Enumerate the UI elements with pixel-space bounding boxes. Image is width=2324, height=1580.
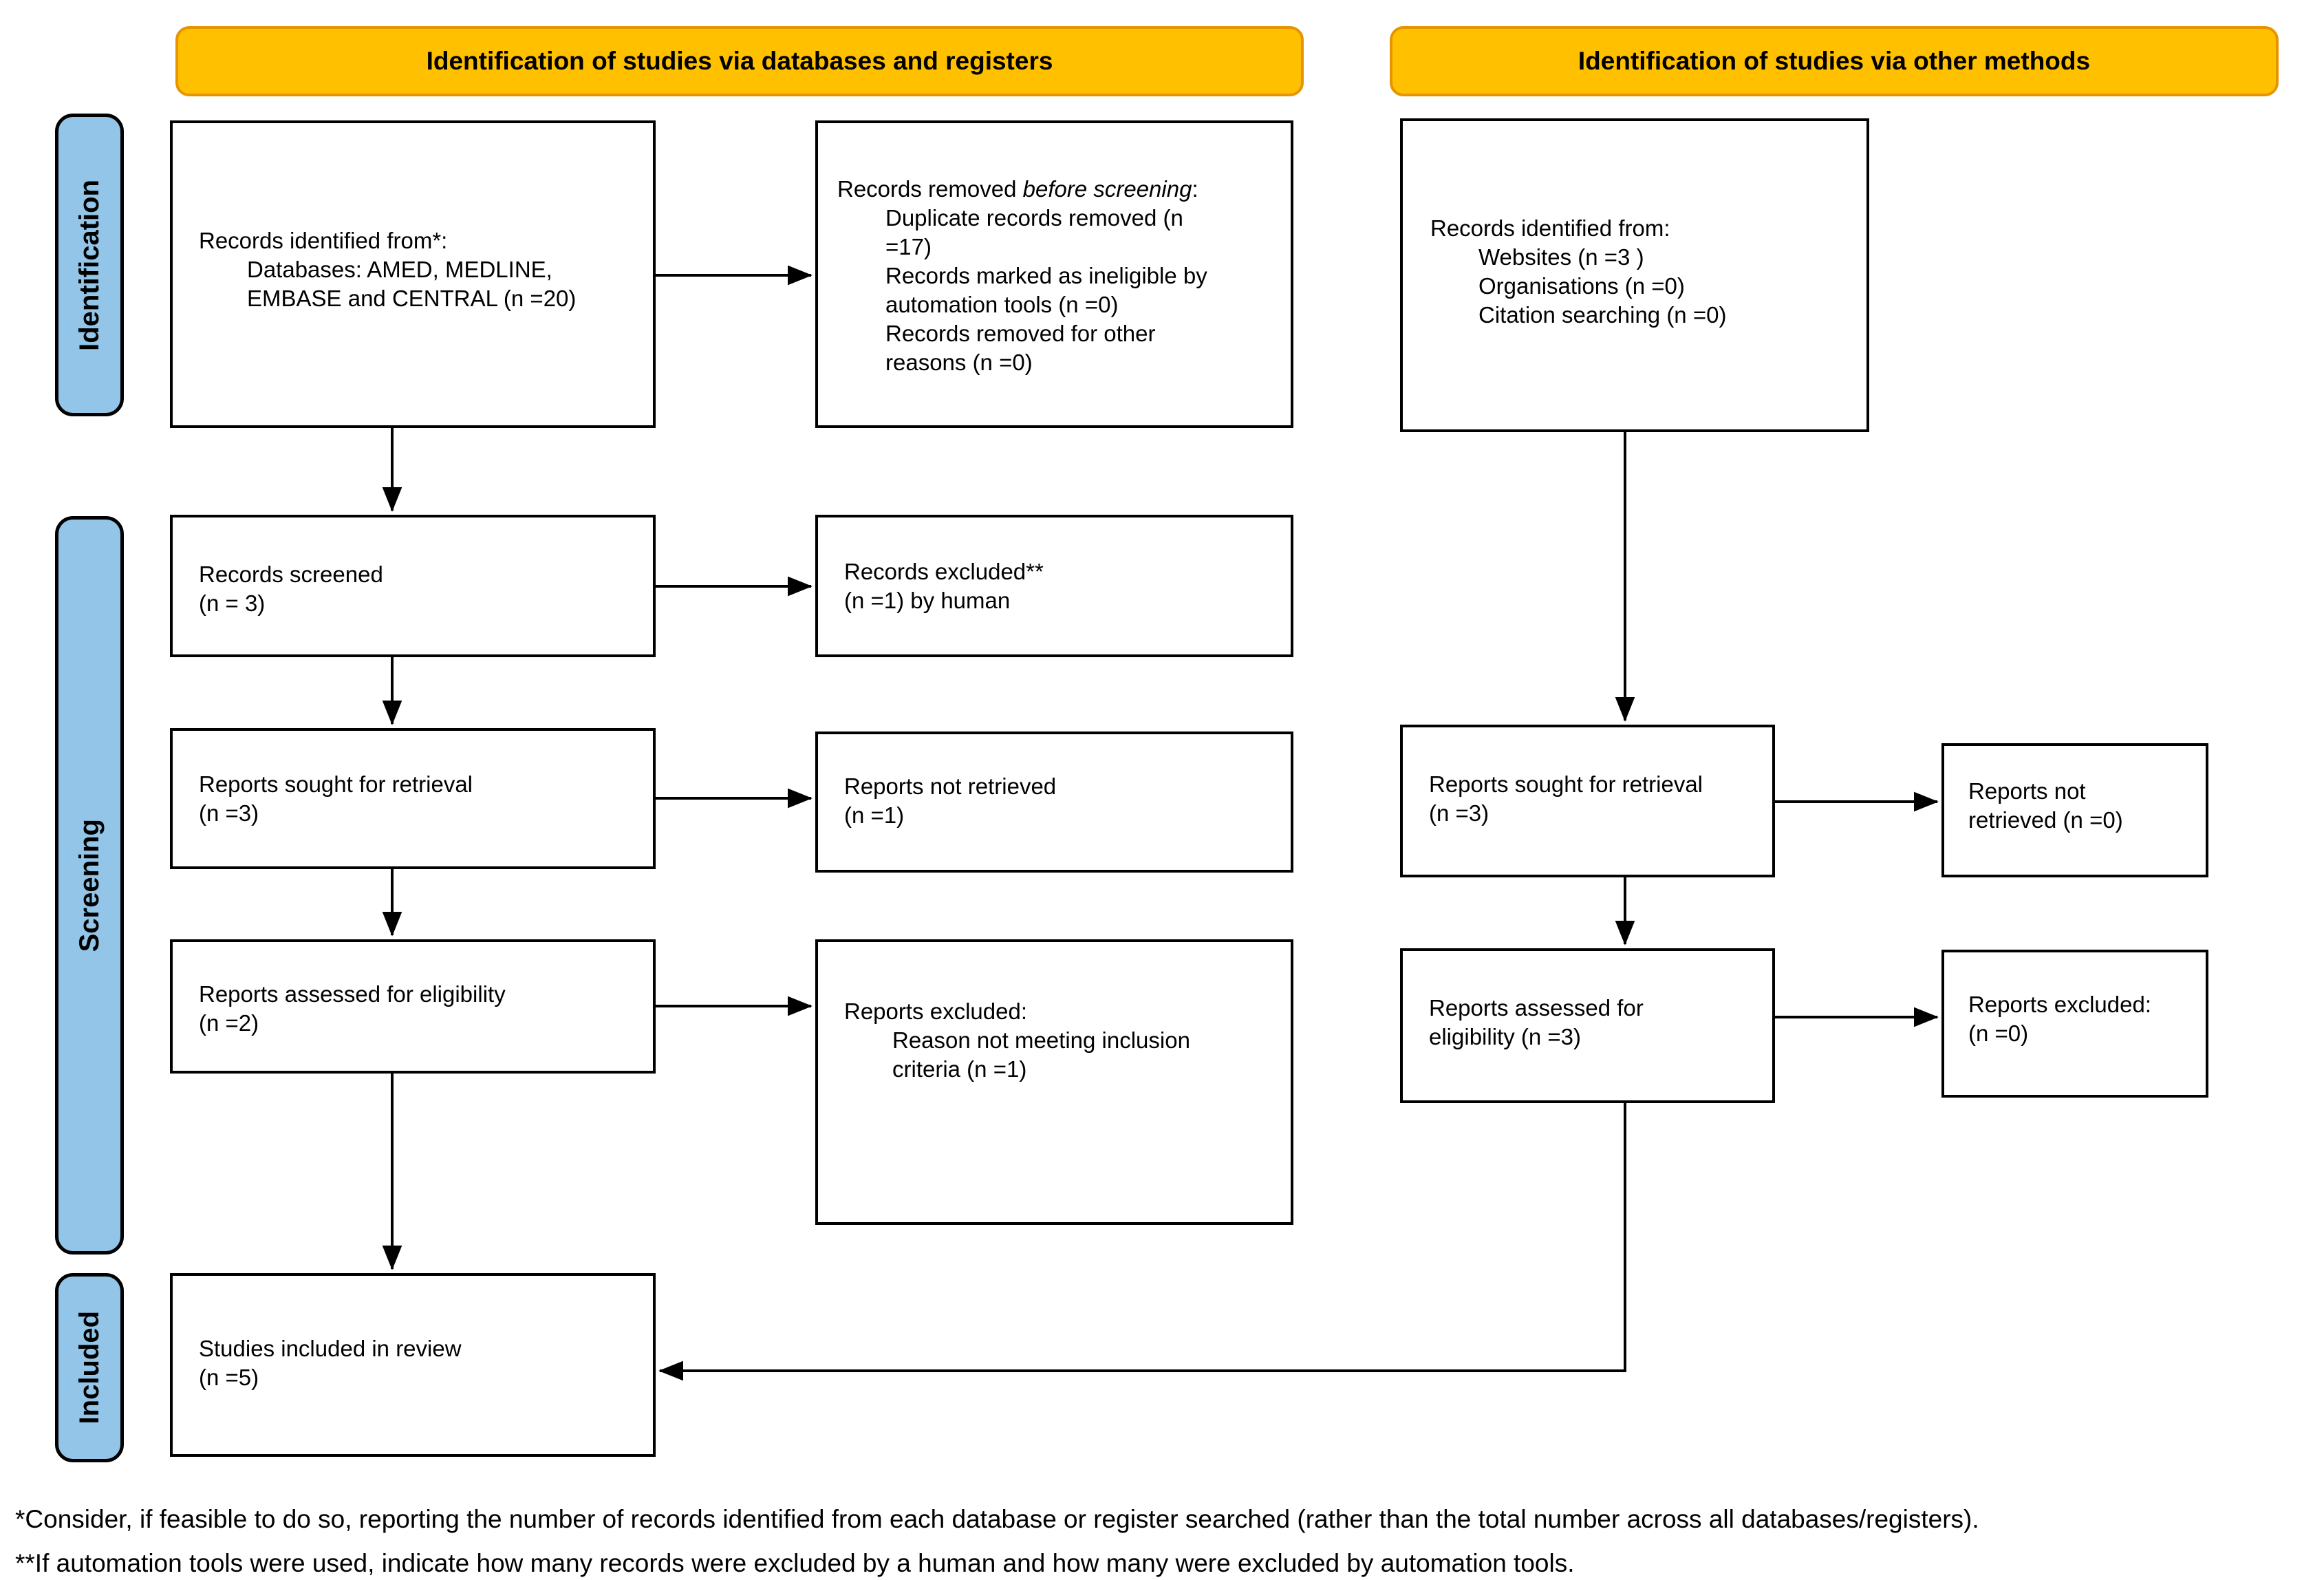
box-reports-not-retrieved-other: Reports not retrieved (n =0) — [1941, 743, 2208, 877]
box-text-line: Reports not — [1968, 778, 2086, 804]
box-text-line: (n =0) — [1968, 1021, 2029, 1046]
box-text-line: automation tools (n =0) — [885, 292, 1119, 317]
box-text-line: Studies included in review — [199, 1336, 462, 1361]
box-text-line: =17) — [885, 234, 932, 259]
box-text-line: (n =2) — [199, 1010, 259, 1036]
box-text-line: Reports sought for retrieval — [199, 771, 473, 797]
box-records-identified-other: Records identified from: Websites (n =3 )… — [1400, 118, 1869, 432]
footnote-double-asterisk: **If automation tools were used, indicat… — [15, 1549, 1575, 1577]
phase-label-screening: Screening — [55, 516, 124, 1255]
box-records-identified-databases: Records identified from*: Databases: AMED… — [170, 120, 656, 428]
box-reports-not-retrieved-databases: Reports not retrieved (n =1) — [815, 732, 1293, 873]
box-text-line: (n =3) — [1429, 800, 1489, 826]
column-header-databases-registers: Identification of studies via databases … — [175, 26, 1304, 96]
box-text-line: Reports excluded: — [1968, 992, 2151, 1017]
box-text-line: Reports excluded: — [844, 999, 1027, 1024]
box-text-line: Duplicate records removed (n — [885, 205, 1183, 231]
box-text-line: Records marked as ineligible by — [885, 263, 1207, 288]
box-reports-sought-other: Reports sought for retrieval (n =3) — [1400, 725, 1775, 877]
box-text-line: reasons (n =0) — [885, 350, 1033, 375]
box-text-line: Reports assessed for — [1429, 995, 1644, 1021]
box-text-line: (n =3) — [199, 800, 259, 826]
box-text-line: Records identified from*: — [199, 228, 448, 253]
box-text-line: Records screened — [199, 562, 383, 587]
box-text-line: criteria (n =1) — [892, 1056, 1027, 1082]
box-records-excluded: Records excluded** (n =1) by human — [815, 515, 1293, 657]
box-studies-included: Studies included in review (n =5) — [170, 1273, 656, 1457]
box-reports-assessed-other: Reports assessed for eligibility (n =3) — [1400, 948, 1775, 1103]
box-text-line: (n =1) by human — [844, 588, 1011, 613]
box-reports-assessed-databases: Reports assessed for eligibility (n =2) — [170, 939, 656, 1074]
box-text-line: Reports sought for retrieval — [1429, 771, 1703, 797]
box-text-line: Records removed before screening: — [837, 176, 1198, 202]
box-reports-excluded-other: Reports excluded: (n =0) — [1941, 950, 2208, 1098]
box-records-screened: Records screened (n = 3) — [170, 515, 656, 657]
box-records-removed-before-screening: Records removed before screening: Duplica… — [815, 120, 1293, 428]
footnote-asterisk: *Consider, if feasible to do so, reporti… — [15, 1505, 1979, 1533]
box-text-line: Records identified from: — [1430, 215, 1670, 241]
box-text-line: retrieved (n =0) — [1968, 807, 2123, 833]
box-text-line: (n =1) — [844, 802, 905, 828]
box-text-line: Reports not retrieved — [844, 773, 1057, 799]
box-text-line: (n = 3) — [199, 590, 266, 616]
box-reports-sought-databases: Reports sought for retrieval (n =3) — [170, 728, 656, 869]
box-text-line: (n =5) — [199, 1365, 259, 1390]
box-reports-excluded-databases: Reports excluded: Reason not meeting incl… — [815, 939, 1293, 1225]
box-text-line: Databases: AMED, MEDLINE, — [247, 257, 552, 282]
box-text-line: Records excluded** — [844, 559, 1044, 584]
box-text-line: EMBASE and CENTRAL (n =20) — [247, 286, 577, 311]
phase-label-identification: Identification — [55, 114, 124, 416]
box-text-line: Records removed for other — [885, 321, 1156, 346]
box-text-line: Organisations (n =0) — [1478, 273, 1685, 299]
column-header-other-methods: Identification of studies via other meth… — [1390, 26, 2279, 96]
box-text-line: eligibility (n =3) — [1429, 1024, 1582, 1049]
footnotes: *Consider, if feasible to do so, reporti… — [15, 1497, 2318, 1580]
box-text-line: Citation searching (n =0) — [1478, 302, 1727, 328]
box-text-line: Reason not meeting inclusion — [892, 1027, 1190, 1053]
box-text-line: Websites (n =3 ) — [1478, 244, 1644, 270]
box-text-line: Reports assessed for eligibility — [199, 981, 506, 1007]
phase-label-included: Included — [55, 1273, 124, 1462]
